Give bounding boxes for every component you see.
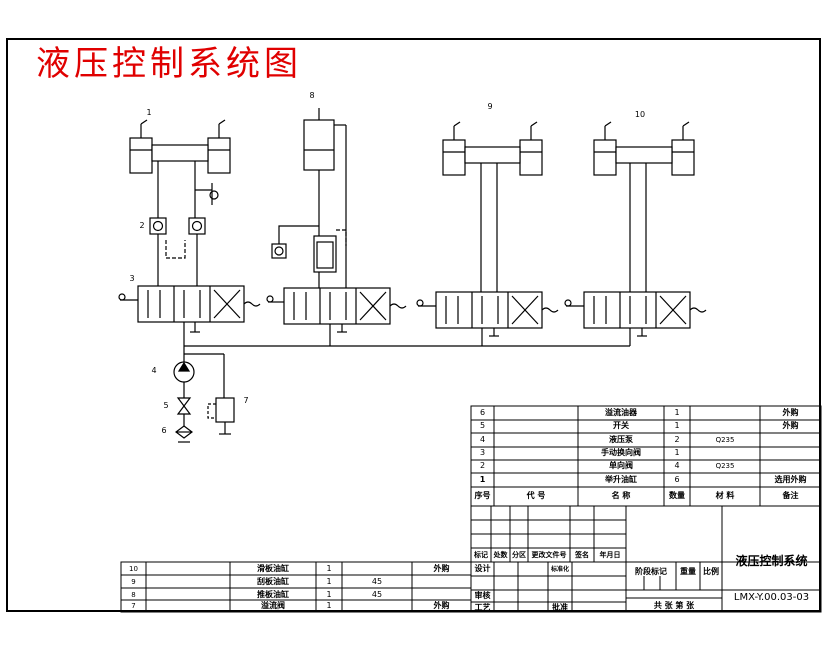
bom-no: 6 xyxy=(479,408,486,417)
bom-header-qty: 数量 xyxy=(669,491,685,500)
bom-header-code: 代 号 xyxy=(526,491,546,500)
bom-material: 45 xyxy=(371,577,383,586)
bom-header-remark: 备注 xyxy=(782,491,799,500)
change-col-zone: 分区 xyxy=(512,551,526,559)
bom-name: 溢流油器 xyxy=(605,408,637,417)
change-col-sign: 签名 xyxy=(575,551,589,559)
bom-remark: 外购 xyxy=(433,564,450,573)
bom-qty: 1 xyxy=(674,448,680,457)
standardize-label: 标准化 xyxy=(550,566,569,573)
bom-no: 3 xyxy=(479,448,486,457)
bom-no: 8 xyxy=(131,591,136,599)
bom-qty: 1 xyxy=(326,577,332,586)
bom-no: 9 xyxy=(131,578,136,586)
bom-qty: 6 xyxy=(674,475,680,484)
review-label: 审核 xyxy=(474,591,491,600)
bom-qty: 1 xyxy=(326,590,332,599)
bom-no: 2 xyxy=(479,461,486,470)
bom-no: 5 xyxy=(479,421,486,430)
bom-remark: 外购 xyxy=(782,421,799,430)
bom-name: 手动换向阀 xyxy=(601,448,641,457)
component-label-10: 10 xyxy=(634,110,646,119)
change-col-doc: 更改文件号 xyxy=(531,551,567,559)
change-col-mark: 标记 xyxy=(474,551,488,559)
component-label-2: 2 xyxy=(139,221,145,230)
bom-qty: 1 xyxy=(674,408,680,417)
bom-remark: 外购 xyxy=(782,408,799,417)
change-col-count: 处数 xyxy=(493,551,508,559)
bom-qty: 1 xyxy=(674,421,680,430)
bom-name: 刮板油缸 xyxy=(257,577,289,586)
bom-remark: 选用外购 xyxy=(774,475,807,484)
weight-label: 重量 xyxy=(680,567,696,576)
approve-label: 批准 xyxy=(552,603,568,612)
bom-qty: 4 xyxy=(674,461,680,470)
stage-mark-label: 阶段标记 xyxy=(635,567,667,576)
bom-name: 液压泵 xyxy=(609,435,633,444)
bom-no: 7 xyxy=(131,602,136,610)
bom-name: 开关 xyxy=(613,421,629,430)
component-label-9: 9 xyxy=(487,102,493,111)
diagram-title: 液压控制系统图 xyxy=(36,44,302,84)
sheet-count: 共 张 第 张 xyxy=(653,601,695,610)
component-label-3: 3 xyxy=(129,274,135,283)
bom-header-name: 名 称 xyxy=(611,491,631,500)
change-col-date: 年月日 xyxy=(599,551,621,559)
bom-remark: 外购 xyxy=(433,601,450,610)
bom-name: 单向阀 xyxy=(609,461,633,470)
bom-header-material: 材 料 xyxy=(715,491,735,500)
bom-no: 1 xyxy=(479,475,486,484)
bom-qty: 2 xyxy=(674,435,680,444)
bom-no: 10 xyxy=(129,565,138,573)
bom-qty: 1 xyxy=(326,564,332,573)
component-label-7: 7 xyxy=(243,396,249,405)
bom-name: 溢流阀 xyxy=(261,601,285,610)
component-label-1: 1 xyxy=(146,108,152,117)
bom-name: 举升油缸 xyxy=(605,475,637,484)
component-label-6: 6 xyxy=(161,426,167,435)
bom-material: 45 xyxy=(371,590,383,599)
bom-material: Q235 xyxy=(715,462,735,470)
drawing-frame xyxy=(6,38,821,612)
design-label: 设计 xyxy=(474,564,491,573)
scale-label: 比例 xyxy=(703,567,719,576)
bom-material: Q235 xyxy=(715,436,735,444)
component-label-5: 5 xyxy=(163,401,169,410)
component-label-4: 4 xyxy=(151,366,157,375)
bom-header-no: 序号 xyxy=(474,491,491,500)
bom-no: 4 xyxy=(479,435,486,444)
component-label-8: 8 xyxy=(309,91,315,100)
drawing-name: 液压控制系统 xyxy=(735,554,808,568)
bom-name: 推板油缸 xyxy=(257,590,289,599)
bom-qty: 1 xyxy=(326,601,332,610)
process-label: 工艺 xyxy=(474,603,491,612)
drawing-number: LMX-Y.00.03-03 xyxy=(733,592,810,603)
bom-name: 滑板油缸 xyxy=(257,564,289,573)
